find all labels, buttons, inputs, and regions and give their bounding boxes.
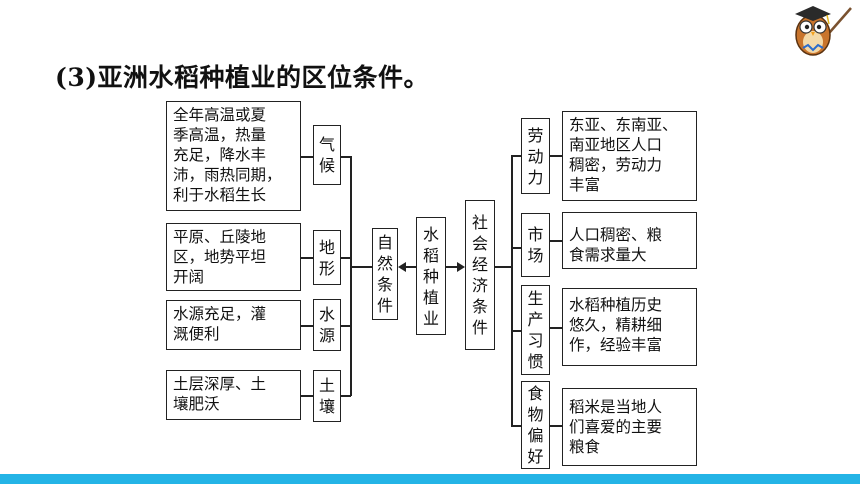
connector <box>550 240 562 242</box>
terrain-description: 平原、丘陵地 区，地势平坦 开阔 <box>166 223 301 291</box>
connector <box>495 266 512 268</box>
factor-water-source: 水源 <box>313 299 341 351</box>
connector <box>550 155 562 157</box>
connector <box>404 266 416 268</box>
bracket-social <box>511 155 513 426</box>
factor-food-preference: 食物偏好 <box>521 381 550 469</box>
owl-teacher-icon <box>789 2 855 58</box>
connector <box>550 425 562 427</box>
bottom-accent-bar <box>0 474 860 484</box>
page-heading: (3)亚洲水稻种植业的区位条件。 <box>55 63 430 92</box>
connector <box>550 327 562 329</box>
water-description: 水源充足，灌 溉便利 <box>166 300 301 350</box>
connector <box>511 155 521 157</box>
natural-conditions-box: 自然条件 <box>372 228 398 320</box>
soil-description: 土层深厚、土 壤肥沃 <box>166 370 301 420</box>
market-description: 人口稠密、粮 食需求量大 <box>562 212 697 269</box>
connector <box>301 257 313 259</box>
production-habits-description: 水稻种植历史 悠久，精耕细 作，经验丰富 <box>562 288 697 366</box>
factor-market: 市场 <box>521 213 550 277</box>
factor-labor: 劳动力 <box>521 118 550 194</box>
connector <box>446 266 458 268</box>
climate-description: 全年高温或夏 季高温，热量 充足，降水丰 沛，雨热同期， 利于水稻生长 <box>166 101 301 211</box>
food-preference-description: 稻米是当地人 们喜爱的主要 粮食 <box>562 388 697 466</box>
center-rice-farming-box: 水稻种植业 <box>416 217 446 335</box>
labor-description: 东亚、东南亚、 南亚地区人口 稠密，劳动力 丰富 <box>562 111 697 201</box>
connector <box>301 156 313 158</box>
connector <box>341 325 351 327</box>
connector <box>341 395 351 397</box>
bracket-natural <box>350 156 352 396</box>
connector <box>301 395 313 397</box>
connector <box>511 330 521 332</box>
socioeconomic-conditions-box: 社会经济条件 <box>465 200 495 350</box>
factor-soil: 土壤 <box>313 370 341 422</box>
connector <box>511 425 521 427</box>
arrow-left-icon <box>398 262 406 272</box>
factor-production-habits: 生产习惯 <box>521 285 550 375</box>
connector <box>341 156 351 158</box>
connector <box>301 325 313 327</box>
factor-terrain: 地形 <box>313 230 341 285</box>
arrow-right-icon <box>457 262 465 272</box>
connector <box>341 257 351 259</box>
factor-climate: 气候 <box>313 125 341 185</box>
connector <box>350 266 372 268</box>
connector <box>511 247 521 249</box>
